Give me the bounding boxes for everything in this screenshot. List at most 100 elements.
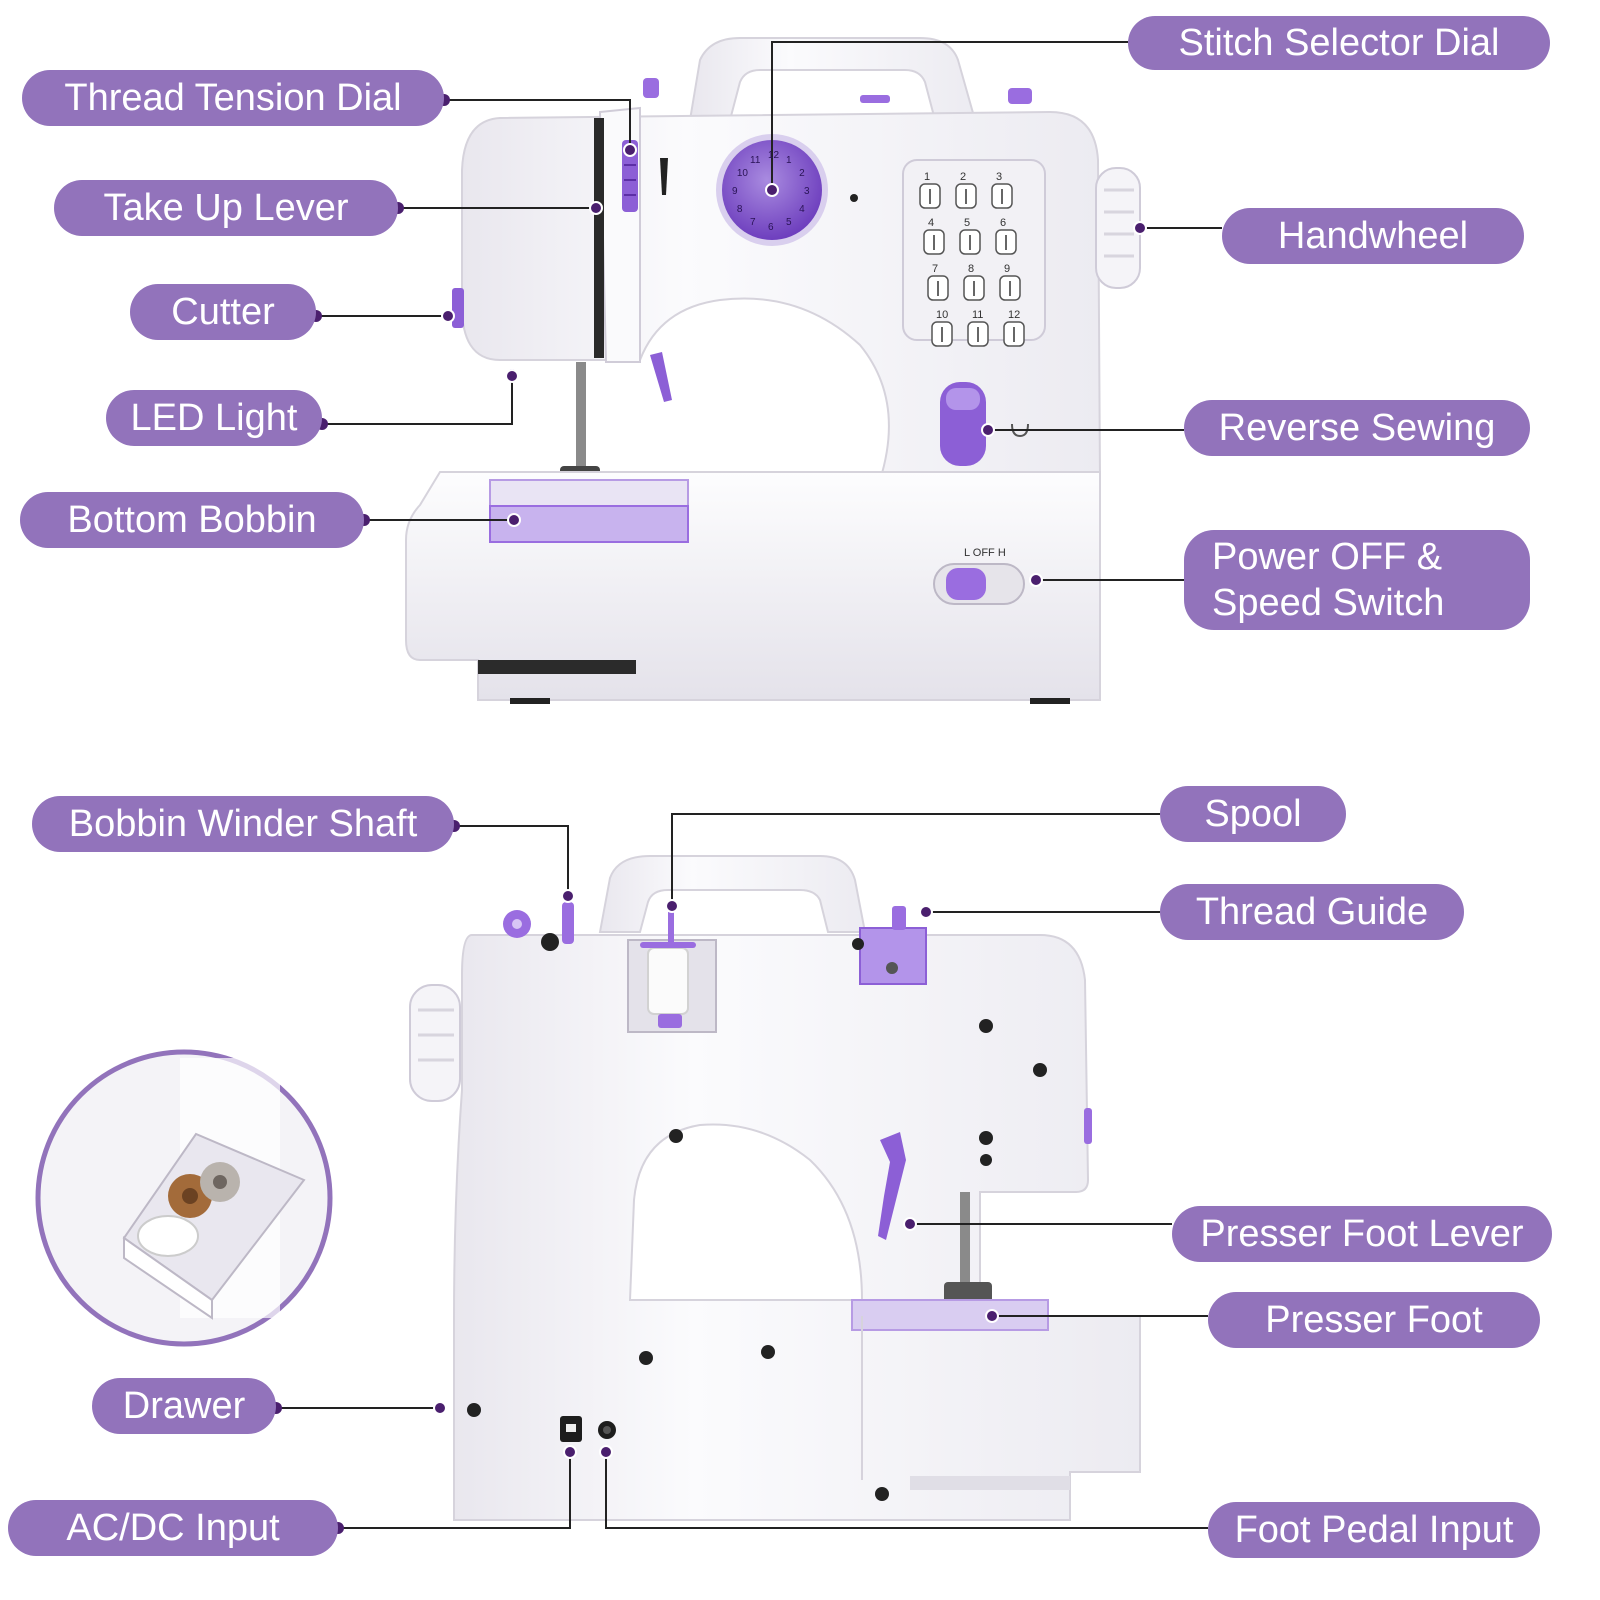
needle-bar-back [960,1192,970,1292]
label-ac-dc-input: AC/DC Input [8,1500,338,1556]
leader-dot-thread-guide [919,905,933,919]
stitch-number: 3 [996,171,1002,183]
side-button [1084,1108,1092,1144]
label-presser-foot: Presser Foot [1208,1292,1540,1348]
presser-foot-lever[interactable] [878,1132,906,1240]
dial-number: 3 [804,186,810,197]
cutter[interactable] [452,288,464,328]
dial-number: 1 [786,155,792,166]
leader-dot-cutter [441,309,455,323]
label-bobbin-winder-shaft: Bobbin Winder Shaft [32,796,454,852]
stitch-number: 7 [932,263,938,275]
label-stitch-selector-dial: Stitch Selector Dial [1128,16,1550,70]
stitch-number: 12 [1008,309,1020,321]
label-led-light: LED Light [106,390,322,446]
dial-number: 9 [732,186,738,197]
thread-guide[interactable] [859,927,927,985]
top-pin-right [1008,88,1032,104]
leader-dot-stitch-selector-dial [765,183,779,197]
dial-number: 4 [799,204,805,215]
leader-dot-thread-tension-dial [623,143,637,157]
label-drawer: Drawer [92,1378,276,1434]
thread-slot [594,118,604,358]
leader-dot-take-up-lever [589,201,603,215]
leader-dot-spool [665,899,679,913]
dial-number: 2 [799,168,805,179]
carry-handle-back [598,855,867,933]
dial-number: 6 [768,222,774,233]
leader-dot-power-speed-switch [1029,573,1043,587]
label-foot-pedal-input: Foot Pedal Input [1208,1502,1540,1558]
dial-number: 7 [750,217,756,228]
dial-number: 12 [768,150,780,161]
dial-number: 11 [750,155,761,166]
dial-number: 8 [737,204,743,215]
switch-marking: L OFF H [964,547,1006,559]
label-handwheel: Handwheel [1222,208,1524,264]
leader-bobbin-winder-shaft [454,825,569,896]
label-presser-foot-lever: Presser Foot Lever [1172,1206,1552,1262]
stitch-number: 5 [964,217,970,229]
bobbin-winder-shaft[interactable] [562,902,574,944]
leader-dot-presser-foot-lever [903,1217,917,1231]
label-thread-guide: Thread Guide [1160,884,1464,940]
dial-number: 5 [786,217,792,228]
bottom-machine [409,855,1141,1521]
carry-handle [688,37,977,121]
label-thread-tension-dial: Thread Tension Dial [22,70,444,126]
label-reverse-sewing: Reverse Sewing [1184,400,1530,456]
leader-spool [671,813,1160,906]
stitch-number: 9 [1004,263,1010,275]
leader-thread-tension-dial [444,99,631,150]
base-tray [910,1476,1070,1490]
needle-bar [576,362,586,474]
spool[interactable] [647,947,689,1015]
bottom-bobbin-cover[interactable] [489,505,689,543]
top-pin-mid [860,95,890,103]
bobbin-winder-hole [541,933,559,951]
thread-spool-icon [137,1215,199,1257]
leader-stitch-selector-dial [771,41,1128,190]
stitch-number: 4 [928,217,934,229]
dial-indicator-dot [850,194,858,202]
leader-dot-presser-foot [985,1309,999,1323]
label-power-line-2: Speed Switch [1212,582,1445,624]
leader-dot-ac-dc-input [563,1445,577,1459]
leader-dot-bobbin-winder-shaft [561,889,575,903]
leader-dot-foot-pedal-input [599,1445,613,1459]
leader-dot-led-light [505,369,519,383]
stitch-number: 2 [960,171,966,183]
tension-scale-icon [660,158,668,195]
stitch-number: 6 [1000,217,1006,229]
leader-dot-bottom-bobbin [507,513,521,527]
leader-foot-pedal-input [605,1452,1208,1529]
drawer-inset [35,1049,333,1347]
label-bottom-bobbin: Bottom Bobbin [20,492,364,548]
leader-dot-drawer [433,1401,447,1415]
leader-lines [276,41,1222,1529]
label-take-up-lever: Take Up Lever [54,180,398,236]
stitch-number: 10 [936,309,948,321]
machine-body-back [453,934,1141,1521]
label-power-speed-switch: Power OFF & Speed Switch [1184,530,1530,630]
label-cutter: Cutter [130,284,316,340]
handwheel-back [409,984,461,1102]
top-pin-left [643,78,659,98]
stitch-number: 1 [924,171,930,183]
dial-number: 10 [737,168,749,179]
foot-right [1030,698,1070,704]
stitch-number: 11 [972,309,983,321]
stitch-number: 8 [968,263,974,275]
presser-lever-top [650,352,672,402]
base-slot [478,660,636,674]
label-power-line-1: Power OFF & [1212,536,1443,578]
leader-dots [270,94,1147,1534]
foot-left [510,698,550,704]
label-spool: Spool [1160,786,1346,842]
leader-dot-reverse-sewing [981,423,995,437]
leader-ac-dc-input [338,1452,571,1529]
leader-dot-handwheel [1133,221,1147,235]
